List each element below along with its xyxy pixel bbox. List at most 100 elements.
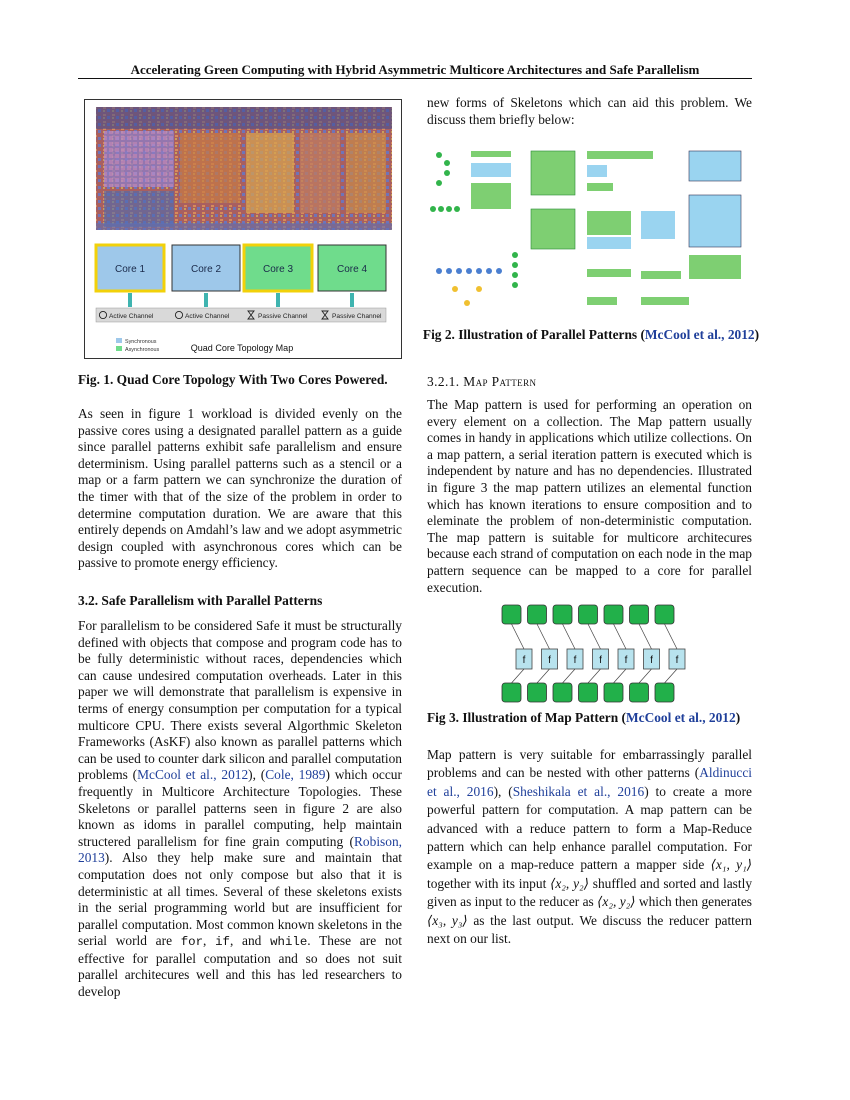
edge <box>664 668 678 684</box>
legend-swatch-asynchronous <box>116 346 122 351</box>
diagram-title: Quad Core Topology Map <box>191 343 293 353</box>
caption-text: ) <box>754 327 760 342</box>
subsection-heading: 3.2.1. Map Pattern <box>427 374 537 389</box>
function-label: f <box>650 655 653 666</box>
caption-text: Fig 2. Illustration of Parallel Patterns… <box>422 327 645 342</box>
code-for: for <box>180 935 204 950</box>
input-node <box>552 604 573 625</box>
core-3-label: Core 3 <box>263 264 293 275</box>
edge <box>562 668 576 684</box>
input-node <box>654 604 675 625</box>
math-x1-y1: ⟨x₁, y₁⟩ <box>710 857 752 873</box>
function-label: f <box>676 655 679 666</box>
input-node <box>603 604 624 625</box>
paragraph-safe-parallelism: For parallelism to be considered Safe it… <box>78 618 402 1001</box>
citation-link[interactable]: Aldinucci et al., 2016 <box>427 765 752 799</box>
edge <box>511 623 525 650</box>
citation-link[interactable]: Robison, 2013 <box>78 833 402 866</box>
text-run: which then generates <box>635 894 752 910</box>
edge <box>638 623 652 650</box>
citation-link[interactable]: McCool et al., 2012 <box>137 767 249 783</box>
legend-asynchronous: Asynchronous <box>125 347 159 353</box>
edge <box>638 668 652 684</box>
edge <box>664 623 678 650</box>
hourglass-icon <box>321 310 329 320</box>
core-4-box <box>317 244 387 292</box>
channel-3-label: Passive Channel <box>258 313 308 320</box>
input-node <box>578 604 598 625</box>
caption-text: Fig 3. Illustration of Map Pattern ( <box>427 710 626 725</box>
channel-2 <box>204 293 208 307</box>
section-heading: 3.2. Safe Parallelism with Parallel Patt… <box>78 593 323 608</box>
core-2-label: Core 2 <box>191 264 221 275</box>
core-1-box <box>94 243 166 293</box>
core-1-label: Core 1 <box>115 264 145 275</box>
math-x2-y2: ⟨x₂, y₂⟩ <box>550 875 589 891</box>
active-channel-icon <box>174 310 184 320</box>
output-node <box>654 682 675 703</box>
figure-1: Core 1 Core 2 Core 3 Core 4 Active Chann… <box>84 99 402 359</box>
output-node <box>501 682 522 703</box>
citation-link[interactable]: Sheshikala et al., 2016 <box>512 783 645 799</box>
core-3-box <box>242 243 314 293</box>
input-node <box>527 604 547 625</box>
function-label: f <box>548 655 551 666</box>
figure-1-caption: Fig. 1. Quad Core Topology With Two Core… <box>78 372 388 387</box>
legend-synchronous: Synchronous <box>125 339 157 345</box>
figure-2 <box>427 143 752 313</box>
edge <box>613 623 627 650</box>
text-run: shuffled and sorted and lastly given as … <box>427 875 753 910</box>
channel-4-label: Passive Channel <box>332 313 382 320</box>
channel-bar <box>95 307 387 323</box>
figure-2-caption: Fig 2. Illustration of Parallel Patterns… <box>416 327 766 343</box>
edge <box>587 668 601 684</box>
output-node <box>527 682 547 703</box>
citation-link[interactable]: Cole, 1989 <box>265 767 326 783</box>
channel-3 <box>276 293 280 307</box>
paragraph-map-reduce: Map pattern is very suitable for embarra… <box>427 746 752 948</box>
text-run: , <box>203 933 216 949</box>
input-node <box>501 604 522 625</box>
text-run: ), ( <box>248 767 266 783</box>
channel-1-label: Active Channel <box>109 313 154 320</box>
header-rule <box>78 78 752 79</box>
edge <box>587 623 601 650</box>
function-label: f <box>625 655 628 666</box>
map-pattern-text: The Map pattern is used for performing a… <box>427 397 752 596</box>
math-x3-y3: ⟨x₃, y₃⟩ <box>427 912 468 928</box>
paragraph-intro: new forms of Skeletons which can aid thi… <box>427 95 752 127</box>
citation-link[interactable]: McCool et al., 2012 <box>644 327 755 342</box>
channel-2-label: Active Channel <box>185 313 230 320</box>
edge <box>511 668 525 684</box>
active-channel-icon <box>98 310 108 320</box>
citation-link[interactable]: McCool et al., 2012 <box>625 710 736 725</box>
core-2-box <box>171 244 241 292</box>
function-label: f <box>599 655 602 666</box>
code-while: while <box>270 935 308 950</box>
input-node <box>629 604 649 625</box>
figure-2-graphic <box>430 150 742 306</box>
edge <box>536 668 550 684</box>
paragraph-amdahl: As seen in figure 1 workload is divided … <box>78 406 402 571</box>
figure-1-graphic: Core 1 Core 2 Core 3 Core 4 Active Chann… <box>84 99 402 359</box>
text-run: ) which occur frequently in Multicore Ar… <box>78 767 402 849</box>
text-run: ) to create a more powerful pattern for … <box>427 783 752 873</box>
output-node <box>603 682 624 703</box>
text-run: . These are not effective for parallel c… <box>78 933 402 1000</box>
output-node <box>552 682 573 703</box>
function-label: f <box>574 655 577 666</box>
channel-4 <box>350 293 354 307</box>
left-column: As seen in figure 1 workload is divided … <box>78 406 402 572</box>
output-node <box>629 682 649 703</box>
function-label: f <box>523 655 526 666</box>
running-title: Accelerating Green Computing with Hybrid… <box>130 62 700 77</box>
output-node <box>578 682 598 703</box>
map-reduce-text: Map pattern is very suitable for embarra… <box>427 746 752 948</box>
text-run: ). Also they help make sure and maintain… <box>78 850 402 949</box>
core-4-label: Core 4 <box>337 264 367 275</box>
channel-1 <box>128 293 132 307</box>
math-x2-y2: ⟨x₂, y₂⟩ <box>597 894 636 910</box>
hourglass-icon <box>247 310 255 320</box>
